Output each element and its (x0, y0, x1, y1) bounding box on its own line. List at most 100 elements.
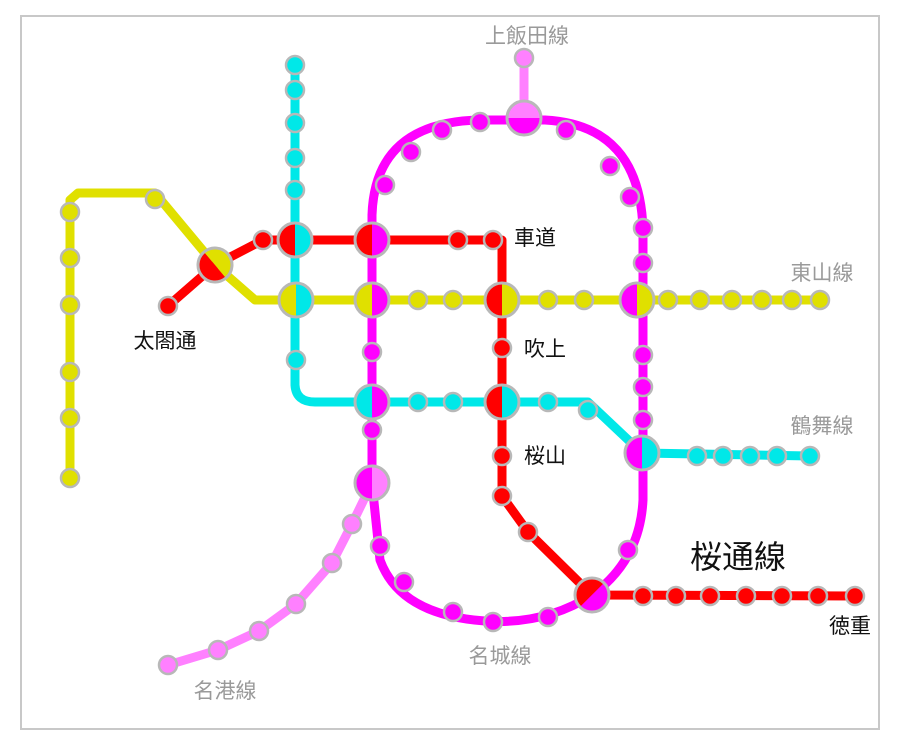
interchange-station (505, 99, 543, 137)
station-meiko (285, 593, 307, 615)
line-label-higashiyama: 東山線 (790, 261, 854, 285)
station-meijo (632, 217, 654, 239)
station-higashiyama (59, 407, 81, 429)
station-meijo (537, 606, 559, 628)
interchange-station (483, 383, 521, 421)
line-label-kamiiida: 上飯田線 (485, 24, 569, 48)
interchange-ring (276, 221, 314, 259)
line-label-sakuradori: 桜通線 (689, 538, 787, 576)
station-sakuradori (447, 229, 469, 251)
interchange-ring (353, 221, 391, 259)
interchange-half-higashiyama (204, 248, 232, 279)
station-higashiyama (781, 289, 803, 311)
station-tsurumai (284, 79, 306, 101)
interchange-station (353, 221, 391, 259)
station-meiko (248, 620, 270, 642)
interchange-station (196, 246, 234, 284)
station-meijo (632, 252, 654, 274)
station-tsurumai (739, 445, 761, 467)
station-tsurumai (284, 112, 306, 134)
interchange-station (618, 281, 656, 319)
station-meiko (321, 552, 343, 574)
station-sakuradori (482, 229, 504, 251)
station-label-fukiage: 吹上 (524, 337, 566, 361)
interchange-half-sakuradori (278, 223, 295, 257)
interchange-half-sakuradori (575, 578, 605, 608)
interchange-ring (196, 246, 234, 284)
station-higashiyama (59, 294, 81, 316)
station-sakuradori (699, 585, 721, 607)
interchange-half-sakuradori (198, 251, 226, 282)
station-meijo (482, 611, 504, 633)
station-meiko (513, 47, 535, 69)
station-label-taikodori: 太閤通 (133, 329, 197, 353)
station-meijo (632, 409, 654, 431)
station-meijo (400, 141, 422, 163)
station-tsurumai (686, 445, 708, 467)
interchange-station (353, 281, 391, 319)
station-meijo (617, 539, 639, 561)
station-higashiyama (809, 289, 831, 311)
station-sakuradori (807, 585, 829, 607)
station-meiko (157, 654, 179, 676)
station-tsurumai (442, 391, 464, 413)
interchange-half-higashiyama (637, 283, 654, 317)
interchange-half-meijo (372, 385, 389, 419)
interchange-half-higashiyama (355, 283, 372, 317)
station-higashiyama (689, 289, 711, 311)
line-label-meiko: 名港線 (193, 679, 257, 703)
station-higashiyama (59, 467, 81, 489)
interchange-half-higashiyama (502, 283, 519, 317)
station-tsurumai (766, 445, 788, 467)
interchange-ring (353, 383, 391, 421)
station-meijo (374, 174, 396, 196)
station-tsurumai (712, 445, 734, 467)
interchange-half-tsurumai (642, 436, 659, 470)
station-higashiyama (407, 289, 429, 311)
station-higashiyama (144, 188, 166, 210)
line-label-meijo: 名城線 (468, 644, 532, 668)
station-sakuradori (517, 521, 539, 543)
station-label-kurumamichi: 車道 (514, 226, 556, 250)
station-meijo (361, 341, 383, 363)
station-tsurumai (285, 349, 307, 371)
station-sakuradori (157, 295, 179, 317)
station-meiko (207, 639, 229, 661)
station-meijo (431, 119, 453, 141)
station-sakuradori (771, 585, 793, 607)
station-sakuradori (491, 445, 513, 467)
station-tsurumai (799, 445, 821, 467)
map-frame (20, 15, 880, 730)
station-higashiyama (657, 289, 679, 311)
interchange-half-meijo (355, 466, 372, 500)
station-meiko (341, 513, 363, 535)
interchange-half-meijo (507, 118, 541, 135)
interchange-half-tsurumai (502, 385, 519, 419)
interchange-station (353, 383, 391, 421)
interchange-ring (277, 281, 315, 319)
station-tsurumai (577, 399, 599, 421)
interchange-station (276, 221, 314, 259)
interchange-ring (573, 576, 611, 614)
station-sakuradori (491, 485, 513, 507)
interchange-ring (505, 99, 543, 137)
station-meijo (442, 601, 464, 623)
station-tsurumai (284, 147, 306, 169)
station-tsurumai (284, 179, 306, 201)
interchange-ring (353, 464, 391, 502)
interchange-half-tsurumai (296, 283, 313, 317)
interchange-station (277, 281, 315, 319)
station-tsurumai (284, 54, 306, 76)
interchange-half-meijo (620, 283, 637, 317)
station-meijo (393, 571, 415, 593)
interchange-ring (353, 281, 391, 319)
interchange-half-higashiyama (279, 283, 296, 317)
station-higashiyama (442, 289, 464, 311)
station-label-sakurayama: 桜山 (524, 444, 566, 468)
interchange-half-tsurumai (295, 223, 312, 257)
interchange-station (623, 434, 661, 472)
station-sakuradori (844, 585, 866, 607)
interchange-ring (623, 434, 661, 472)
station-meijo (619, 186, 641, 208)
